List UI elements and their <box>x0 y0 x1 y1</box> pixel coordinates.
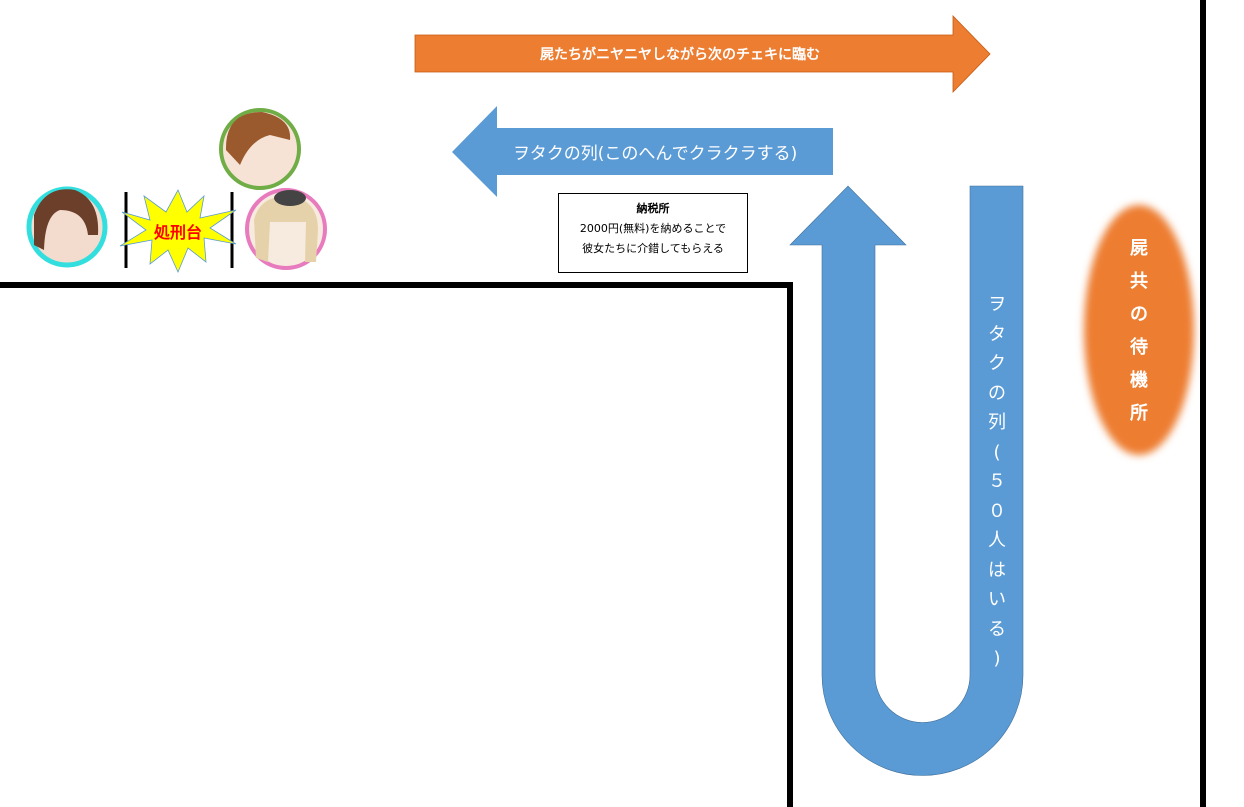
char: 機 <box>1130 370 1148 391</box>
avatar-green <box>219 108 301 190</box>
starburst-icon <box>119 189 237 274</box>
avatar-cyan <box>26 186 108 268</box>
blue-arrow-label: ヲタクの列(このへんでクラクラする) <box>513 144 797 164</box>
orange-arrow-label: 屍たちがニヤニヤしながら次のチェキに臨む <box>540 46 820 63</box>
char: い <box>988 589 1006 610</box>
char: 待 <box>1130 337 1148 358</box>
blue-u-arrow <box>789 185 1024 776</box>
char: 屍 <box>1130 238 1148 259</box>
waiting-area-label: 屍 共 の 待 機 所 <box>1124 232 1154 430</box>
char: ( <box>993 441 1001 463</box>
char: ク <box>988 353 1006 374</box>
char: る <box>988 618 1006 640</box>
avatar-pink <box>245 188 327 270</box>
blue-left-arrow <box>452 106 833 197</box>
char: ５ <box>988 471 1006 492</box>
waiting-area-oval <box>1084 205 1194 455</box>
char: ヲ <box>988 294 1006 315</box>
tax-office-line2: 彼女たちに介錯してもらえる <box>582 242 724 255</box>
char: ０ <box>988 500 1006 522</box>
char: の <box>988 382 1006 404</box>
tax-office-title: 納税所 <box>636 202 670 215</box>
stage-label: 処刑台 <box>154 223 202 242</box>
orange-arrow <box>414 15 991 93</box>
tax-office-box: 納税所 2000円(無料)を納めることで 彼女たちに介錯してもらえる <box>558 193 748 273</box>
char: 所 <box>1130 403 1148 424</box>
char: タ <box>988 323 1006 345</box>
char: 共 <box>1130 271 1148 292</box>
char: 列 <box>988 412 1006 433</box>
char: の <box>1130 304 1148 325</box>
u-arrow-label: ヲ タ ク の 列 ( ５ ０ 人 は い る ) <box>984 290 1010 674</box>
char: 人 <box>988 530 1006 551</box>
tax-office-line1: 2000円(無料)を納めることで <box>579 222 727 235</box>
wall-line <box>0 282 793 807</box>
char: は <box>988 559 1006 581</box>
char: ) <box>993 648 1001 669</box>
